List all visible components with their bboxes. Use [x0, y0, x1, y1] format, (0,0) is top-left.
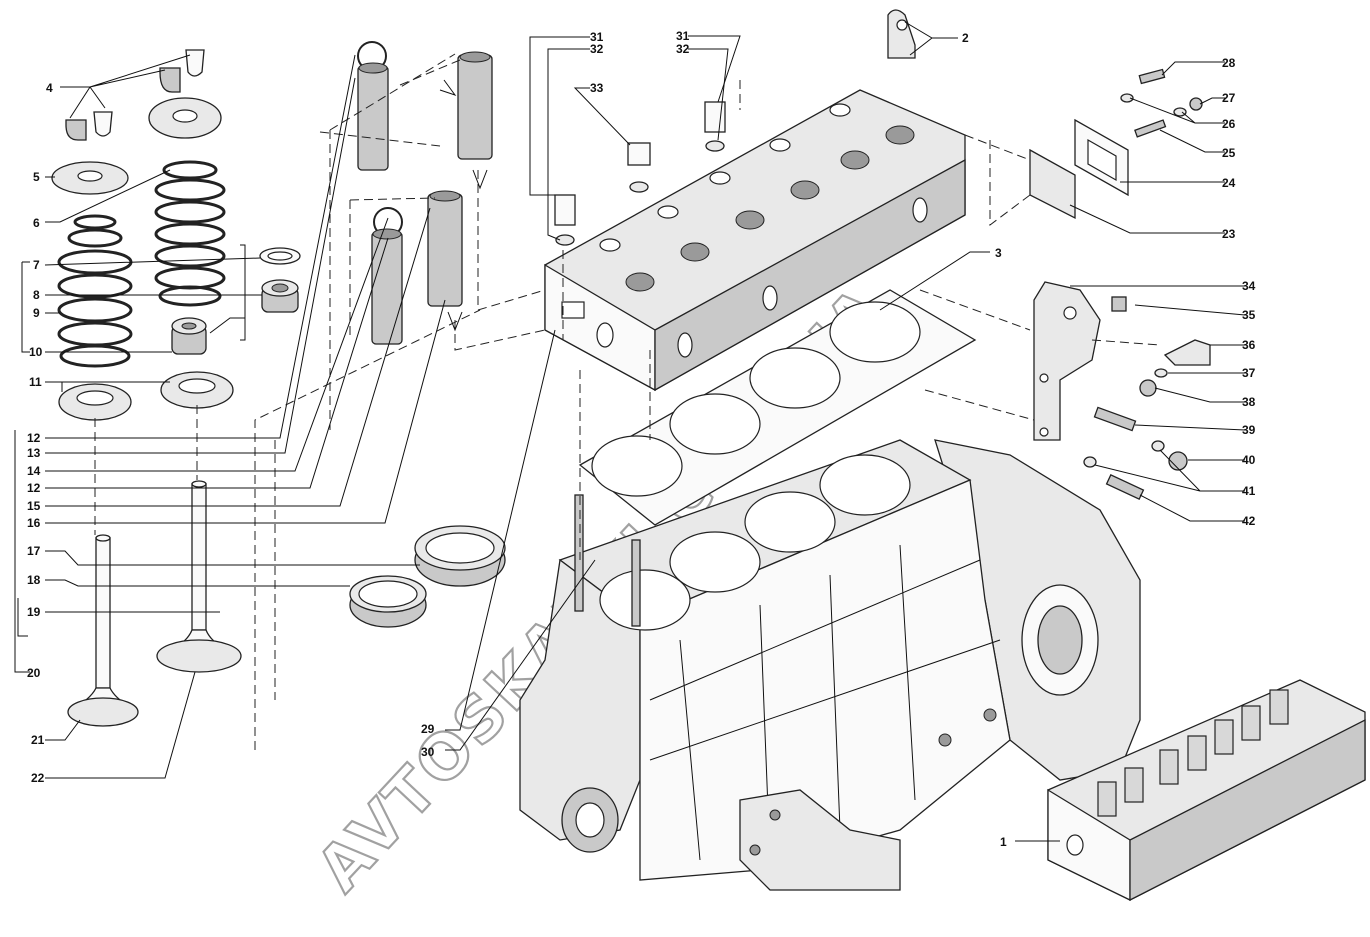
- valve-spring-inner: [57, 214, 133, 368]
- bracket-hardware: [1083, 296, 1211, 501]
- cylinder-head-assembly: [1047, 679, 1366, 902]
- callout-11: 11: [29, 375, 42, 389]
- intake-valve: [156, 480, 242, 673]
- callout-13: 13: [27, 446, 41, 460]
- cylinder-head-gasket: [578, 289, 977, 526]
- assembly-dashed-lines: [94, 53, 1161, 750]
- callout-40: 40: [1242, 453, 1256, 467]
- callout-42: 42: [1242, 514, 1256, 528]
- callout-12a: 12: [27, 431, 41, 445]
- callout-21: 21: [31, 733, 45, 747]
- callout-33: 33: [590, 81, 604, 95]
- callout-labels: 1 2 3 4 5 6 7 8 9 10 11 12 13 14 12 15 1…: [27, 29, 1256, 849]
- valve-collets: [65, 49, 205, 141]
- callout-1: 1: [1000, 835, 1007, 849]
- valve-stem-seal-10: [171, 317, 207, 355]
- callout-14: 14: [27, 464, 41, 478]
- lifting-eye: [887, 9, 916, 59]
- callout-20: 20: [27, 666, 41, 680]
- callout-15: 15: [27, 499, 41, 513]
- callout-18: 18: [27, 573, 41, 587]
- callout-34: 34: [1242, 279, 1256, 293]
- valve-guides: [357, 41, 493, 345]
- callout-5: 5: [33, 170, 40, 184]
- spring-washers: [58, 371, 234, 421]
- callout-35: 35: [1242, 308, 1256, 322]
- callout-37: 37: [1242, 366, 1256, 380]
- exhaust-valve: [67, 534, 139, 727]
- callout-8: 8: [33, 288, 40, 302]
- callout-24: 24: [1222, 176, 1236, 190]
- callout-6: 6: [33, 216, 40, 230]
- callout-31b: 31: [676, 29, 690, 43]
- callout-41: 41: [1242, 484, 1256, 498]
- cylinder-block: [519, 439, 1141, 891]
- callout-26: 26: [1222, 117, 1236, 131]
- valve-seat-rings: [349, 525, 506, 628]
- valve-stem-seal-ring: [259, 247, 301, 265]
- spring-retainer: [148, 97, 222, 139]
- engine-bracket: [1033, 281, 1101, 441]
- cylinder-head: [544, 89, 966, 392]
- spring-retainer-5: [51, 161, 129, 195]
- callout-4: 4: [46, 81, 53, 95]
- callout-7: 7: [33, 258, 40, 272]
- callout-32b: 32: [676, 42, 690, 56]
- callout-30: 30: [421, 745, 435, 759]
- callout-3: 3: [995, 246, 1002, 260]
- callout-9: 9: [33, 306, 40, 320]
- exhaust-flange-gasket: [1074, 118, 1129, 197]
- callout-2: 2: [962, 31, 969, 45]
- stud-nut-washer: [1120, 68, 1203, 138]
- head-studs: [574, 494, 641, 627]
- callout-17: 17: [27, 544, 41, 558]
- callout-32a: 32: [590, 42, 604, 56]
- leader-lines: [14, 21, 1246, 842]
- head-nuts-washers: [554, 101, 726, 246]
- callout-38: 38: [1242, 395, 1256, 409]
- callout-23: 23: [1222, 227, 1236, 241]
- callout-28: 28: [1222, 56, 1236, 70]
- valve-stem-seal: [261, 279, 299, 313]
- exhaust-gasket: [1029, 148, 1076, 220]
- callout-16: 16: [27, 516, 41, 530]
- callout-22: 22: [31, 771, 45, 785]
- callout-19: 19: [27, 605, 41, 619]
- callout-36: 36: [1242, 338, 1256, 352]
- callout-31a: 31: [590, 30, 604, 44]
- callout-27: 27: [1222, 91, 1236, 105]
- valve-spring-outer: [154, 160, 226, 307]
- callout-12b: 12: [27, 481, 41, 495]
- callout-25: 25: [1222, 146, 1236, 160]
- callout-39: 39: [1242, 423, 1256, 437]
- callout-10: 10: [29, 345, 43, 359]
- callout-29: 29: [421, 722, 435, 736]
